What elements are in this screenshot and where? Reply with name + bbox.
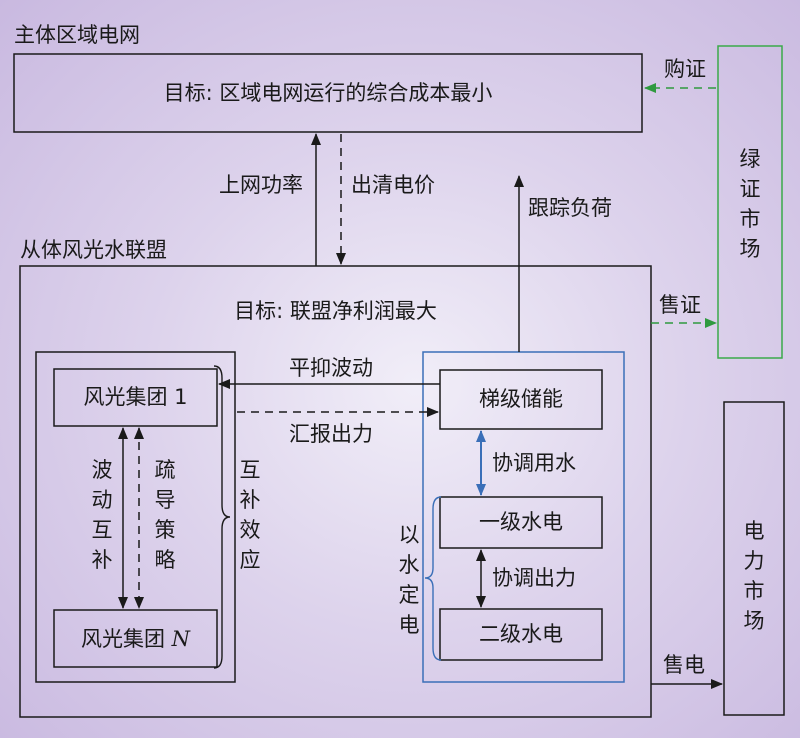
water-based-brace bbox=[424, 496, 442, 661]
cascade-storage-box bbox=[439, 369, 603, 430]
hydro-1-box bbox=[439, 496, 603, 549]
load-tracking-label: 跟踪负荷 bbox=[528, 196, 612, 220]
alliance-box bbox=[19, 265, 652, 718]
power-market-box bbox=[723, 401, 785, 716]
main-grid-goal: 目标: 区域电网运行的综合成本最小 bbox=[163, 81, 493, 105]
hydro-group-box bbox=[422, 351, 625, 683]
hydro-1-label: 一级水电 bbox=[479, 510, 563, 534]
power-market-label: 电力市场 bbox=[743, 519, 765, 633]
main-grid-box bbox=[13, 53, 643, 133]
green-cert-market-box bbox=[717, 45, 783, 359]
wind-solar-n-box bbox=[53, 609, 218, 668]
complement-effect-label: 互补效应 bbox=[239, 458, 261, 572]
wind-solar-1-box bbox=[53, 368, 218, 427]
clearing-price-label: 出清电价 bbox=[351, 173, 435, 197]
alliance-title: 从体风光水联盟 bbox=[20, 238, 167, 262]
wind-solar-n-prefix: 风光集团 bbox=[80, 627, 172, 651]
smooth-fluctuation-label: 平抑波动 bbox=[289, 356, 373, 380]
complement-effect-brace bbox=[213, 365, 231, 669]
sell-cert-label: 售证 bbox=[659, 293, 701, 317]
main-grid-title: 主体区域电网 bbox=[14, 23, 140, 47]
guidance-strategy-label: 疏导策略 bbox=[154, 458, 176, 572]
hydro-2-box bbox=[439, 608, 603, 661]
cascade-storage-label: 梯级储能 bbox=[479, 387, 563, 411]
wind-solar-group-box bbox=[35, 351, 236, 683]
fluctuation-complement-label: 波动互补 bbox=[91, 458, 113, 572]
report-output-label: 汇报出力 bbox=[289, 422, 373, 446]
grid-power-label: 上网功率 bbox=[219, 173, 303, 197]
water-based-label: 以水定电 bbox=[398, 523, 420, 637]
wind-solar-n-italic: N bbox=[171, 627, 191, 651]
coordinate-output-label: 协调出力 bbox=[492, 566, 576, 590]
buy-cert-label: 购证 bbox=[664, 57, 706, 81]
green-cert-market-label: 绿证市场 bbox=[739, 147, 761, 261]
wind-solar-n-label: 风光集团 N bbox=[54, 626, 217, 652]
coordinate-water-label: 协调用水 bbox=[492, 451, 576, 475]
hydro-2-label: 二级水电 bbox=[479, 622, 563, 646]
wind-solar-1-label: 风光集团 1 bbox=[83, 385, 188, 409]
alliance-goal: 目标: 联盟净利润最大 bbox=[234, 299, 437, 323]
sell-power-label: 售电 bbox=[663, 653, 705, 677]
